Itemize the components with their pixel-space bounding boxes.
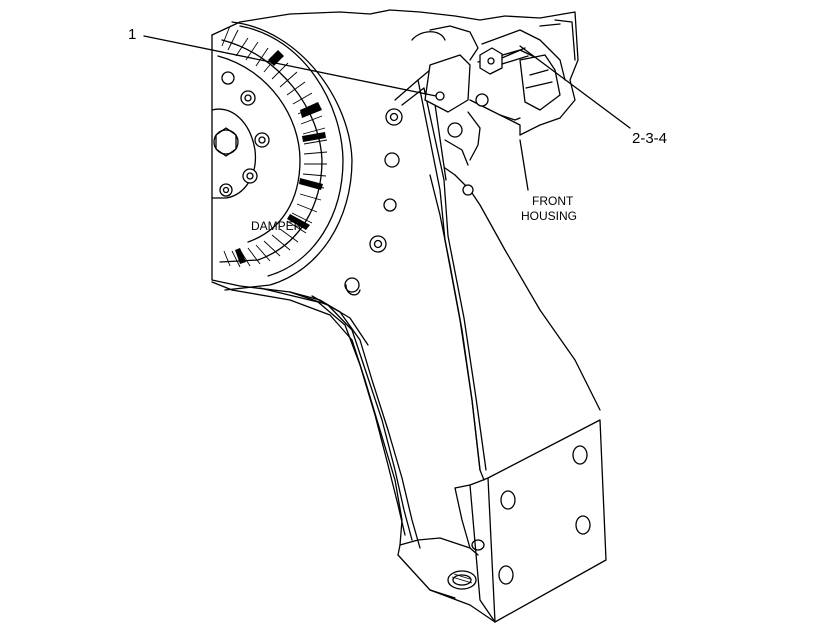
hub-bolts xyxy=(219,71,270,197)
leader-line-front-housing xyxy=(519,139,529,191)
callout-2-3-4: 2-3-4 xyxy=(632,130,667,147)
speed-sensor-assembly xyxy=(411,19,576,166)
damper-pulley xyxy=(211,21,353,291)
mounting-foot xyxy=(397,419,607,623)
callout-1: 1 xyxy=(128,26,136,43)
damper-label: DAMPER xyxy=(251,219,303,233)
leader-line-1 xyxy=(143,35,437,97)
bracket-bolts xyxy=(344,108,474,296)
labels: 1 2-3-4 DAMPER FRONT HOUSING xyxy=(128,26,667,233)
leader-lines xyxy=(143,35,631,191)
leader-line-2-3-4 xyxy=(519,45,631,129)
front-housing-label-line2: HOUSING xyxy=(521,209,577,223)
front-housing-label-line1: FRONT xyxy=(532,194,574,208)
support-bracket xyxy=(231,69,601,549)
